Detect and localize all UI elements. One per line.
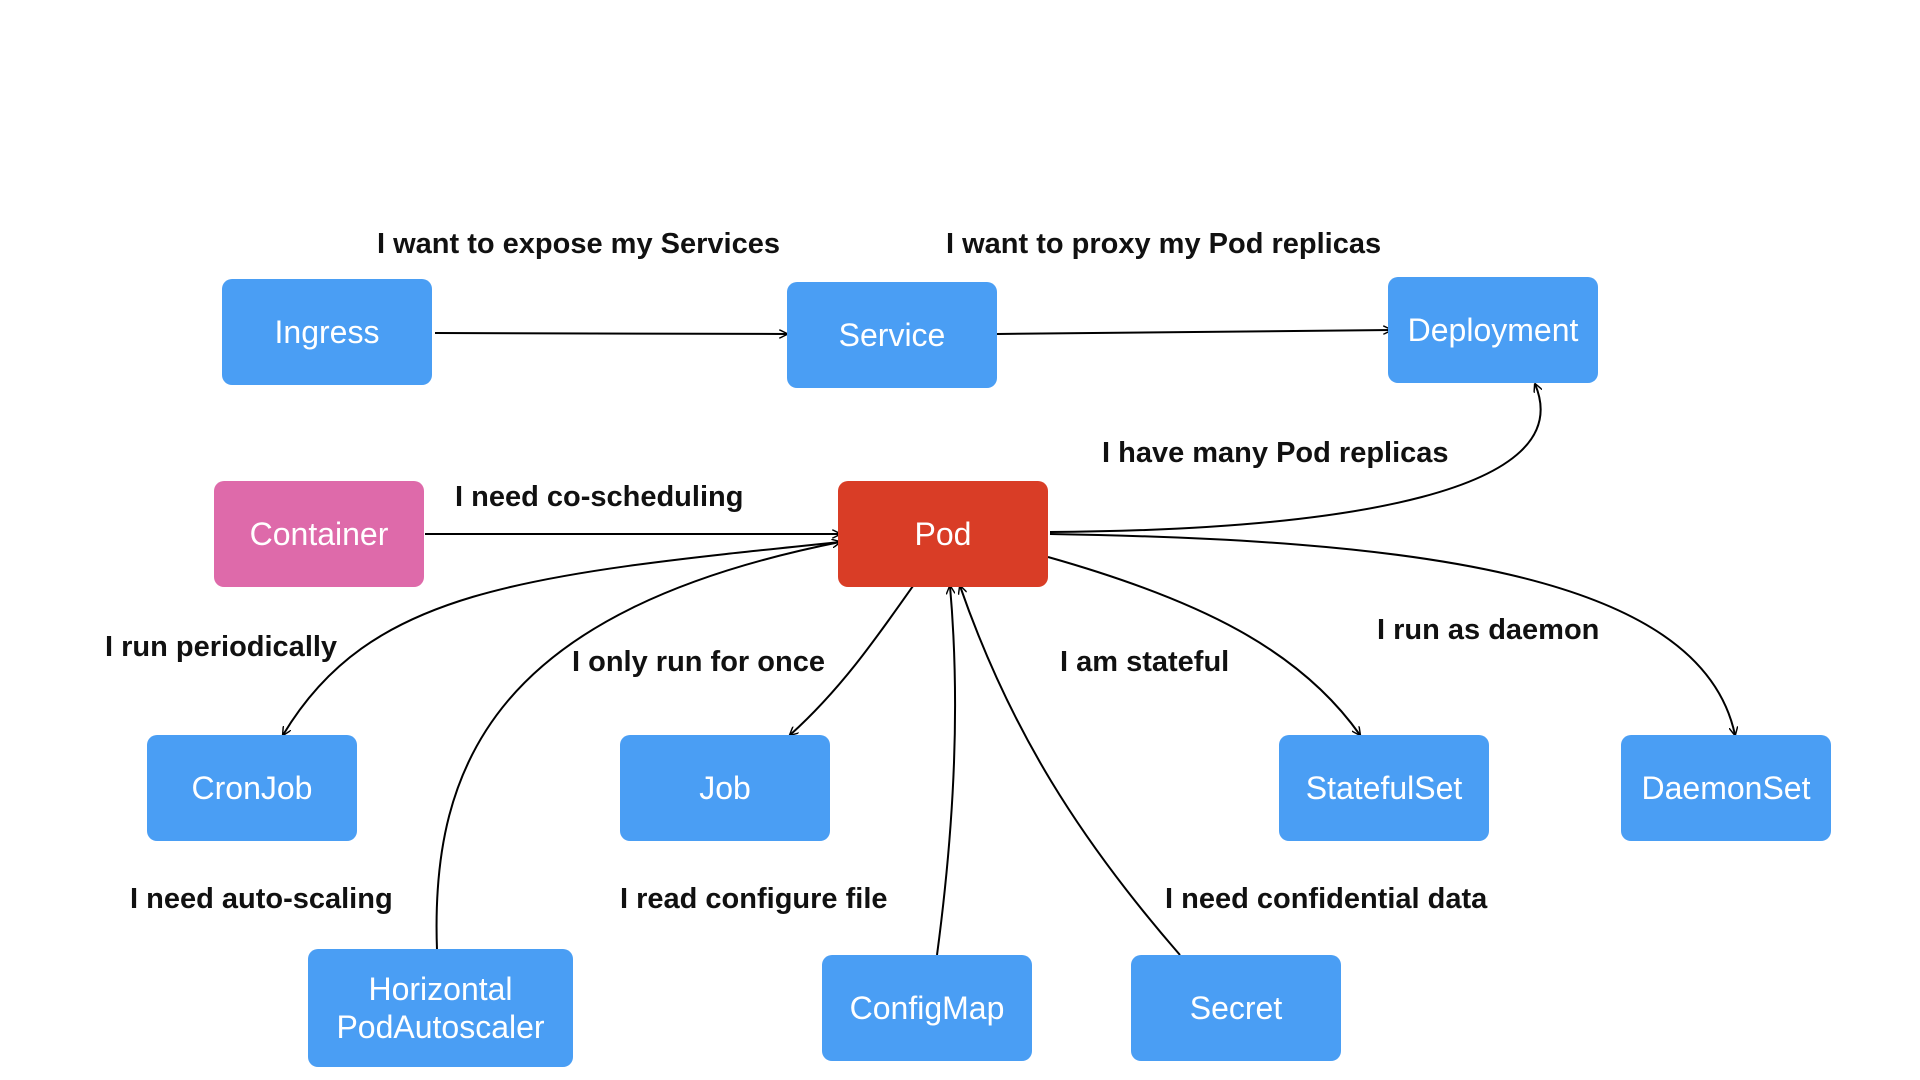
node-secret[interactable]: Secret [1131,955,1341,1061]
node-deployment[interactable]: Deployment [1388,277,1598,383]
node-job[interactable]: Job [620,735,830,841]
edge-pod-cronjob [283,541,841,735]
node-daemonset[interactable]: DaemonSet [1621,735,1831,841]
label-daemon: I run as daemon [1377,614,1600,646]
label-replicas: I have many Pod replicas [1102,437,1449,469]
node-statefulset[interactable]: StatefulSet [1279,735,1489,841]
node-pod[interactable]: Pod [838,481,1048,587]
label-configfile: I read configure file [620,883,888,915]
label-expose: I want to expose my Services [377,228,780,260]
edge-pod-job [790,585,914,735]
edge-pod-daemonset [1049,533,1735,735]
hpa-line1: Horizontal [368,971,513,1007]
node-cronjob[interactable]: CronJob [147,735,357,841]
edge-ingress-service [434,333,787,334]
edge-secret-pod [960,586,1181,956]
label-coscheduling: I need co-scheduling [455,481,744,513]
edge-pod-statefulset [1047,556,1360,735]
label-stateful: I am stateful [1060,646,1230,678]
label-confidential: I need confidential data [1165,883,1488,915]
edge-configmap-pod [936,586,957,956]
node-configmap[interactable]: ConfigMap [822,955,1032,1061]
label-proxy: I want to proxy my Pod replicas [946,228,1382,260]
node-service[interactable]: Service [787,282,997,388]
edge-hpa-pod [435,542,840,951]
label-periodically: I run periodically [105,631,338,663]
node-ingress[interactable]: Ingress [222,279,432,385]
edge-pod-deployment [1049,384,1541,533]
node-container[interactable]: Container [214,481,424,587]
edge-service-deployment [996,330,1391,335]
label-autoscaling: I need auto-scaling [130,883,393,915]
label-once: I only run for once [572,646,825,678]
node-horizontal-pod-autoscaler[interactable]: Horizontal PodAutoscaler [308,949,573,1067]
hpa-line2: PodAutoscaler [336,1009,545,1045]
